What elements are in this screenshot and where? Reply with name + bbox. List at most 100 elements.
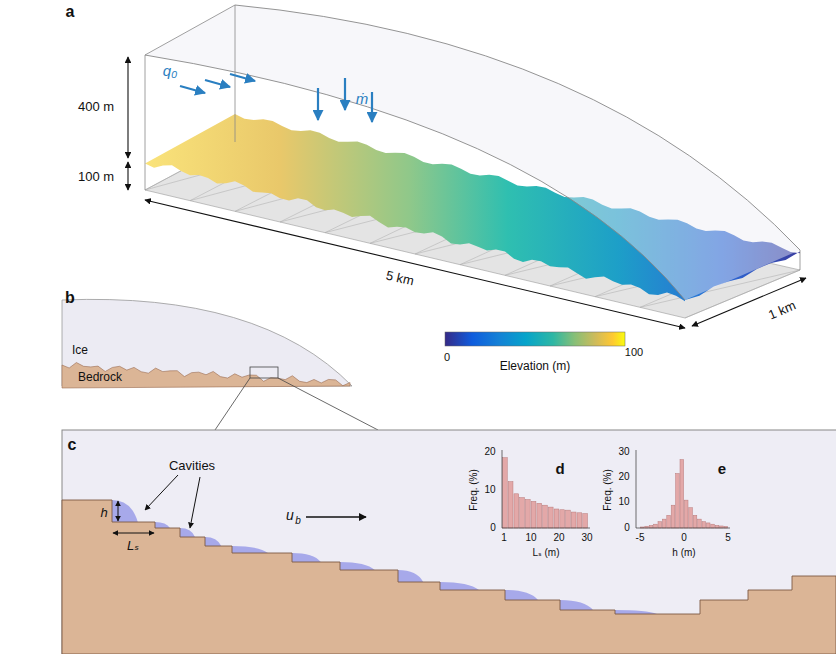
histogram-bar xyxy=(684,500,688,528)
symbol-label: u xyxy=(286,508,294,522)
zoom-line xyxy=(278,378,378,430)
domain-box xyxy=(128,5,806,328)
histogram-bar xyxy=(571,512,576,528)
dimension-arrow xyxy=(127,162,128,190)
melt-arrow xyxy=(317,88,319,120)
histogram-bar xyxy=(503,458,508,528)
histogram-bar xyxy=(662,519,666,528)
panel-letter: c xyxy=(68,437,77,453)
axis-tick: 30 xyxy=(581,533,592,543)
dimension-label: 1 km xyxy=(766,299,797,322)
histogram-bar xyxy=(537,503,542,528)
cavity xyxy=(560,600,593,610)
ice-background xyxy=(62,430,836,654)
colour-bar xyxy=(445,332,625,346)
box-edge xyxy=(235,5,236,142)
axis-tick: 10 xyxy=(618,497,629,507)
histogram-bar xyxy=(698,519,702,528)
histogram-bar xyxy=(715,525,719,528)
zoom-box xyxy=(250,367,278,378)
height-arrow xyxy=(118,501,119,521)
histogram-bar xyxy=(531,501,536,528)
cavity xyxy=(232,546,268,553)
cavity xyxy=(155,522,170,528)
histogram-bar xyxy=(680,460,684,528)
zoom-line xyxy=(215,378,250,430)
ice-body xyxy=(62,299,352,386)
axis-tick: 1 xyxy=(501,533,507,543)
histogram-bar xyxy=(508,482,513,528)
flux-symbol: q₀ xyxy=(163,63,178,78)
melt-arrow xyxy=(371,92,373,122)
box-edge xyxy=(145,5,235,55)
bed-closeup xyxy=(62,430,836,654)
axis-tick: 5 xyxy=(725,533,731,543)
bedrock-steps xyxy=(62,500,836,654)
cavity xyxy=(292,553,321,562)
histogram-bar xyxy=(649,525,653,528)
colour-bar-title: Elevation (m) xyxy=(500,360,571,372)
cavity xyxy=(112,500,138,522)
axis-tick: 20 xyxy=(553,533,564,543)
dimension-label: 100 m xyxy=(78,170,114,183)
inflow-arrow xyxy=(205,80,230,87)
box-edge xyxy=(800,250,801,270)
axis-tick: 0 xyxy=(681,533,687,543)
length-arrow xyxy=(113,533,154,534)
region-label: Bedrock xyxy=(78,371,122,383)
box-edge xyxy=(145,55,146,190)
axis-line xyxy=(636,450,730,528)
bedrock-body xyxy=(62,363,350,388)
histogram-bar xyxy=(514,494,519,528)
melt-symbol: ṁ xyxy=(356,91,369,106)
histogram-bar xyxy=(577,513,582,528)
colour-bar-tick: 100 xyxy=(625,347,643,358)
pointer-arrow xyxy=(190,477,200,528)
sliding-arrow xyxy=(306,516,366,517)
cavity xyxy=(340,562,375,570)
axis-tick: 0 xyxy=(490,523,496,533)
axis-line xyxy=(502,450,590,528)
cavity xyxy=(205,537,221,546)
axis-tick: 0 xyxy=(624,523,630,533)
ice-volume xyxy=(145,5,800,300)
histogram-bar xyxy=(554,509,559,528)
axis-tick: 10 xyxy=(484,485,495,495)
region-label: Ice xyxy=(72,344,88,356)
glacier-profile xyxy=(62,299,378,430)
cavity xyxy=(398,570,423,582)
axis-tick: -5 xyxy=(636,533,645,543)
dimension-label: 400 m xyxy=(78,100,114,113)
panel-letter: e xyxy=(718,461,726,476)
melt-arrow xyxy=(344,78,346,110)
feature-label: Cavities xyxy=(169,459,215,472)
inflow-arrow xyxy=(230,74,255,81)
ice-surface xyxy=(235,5,800,250)
histogram-bar xyxy=(520,498,525,528)
dimension-arrow xyxy=(692,278,806,326)
histogram-bar xyxy=(525,500,530,529)
symbol-label: h xyxy=(100,506,107,519)
histogram-bar xyxy=(583,514,588,528)
inflow-arrow xyxy=(180,86,205,93)
symbol-label: Lₛ xyxy=(127,539,139,552)
histogram-bar xyxy=(671,505,675,528)
histogram-bar xyxy=(676,474,680,528)
axis-title: Lₛ (m) xyxy=(532,548,559,558)
subscript-label: b xyxy=(295,516,301,526)
histogram-bar xyxy=(702,522,706,528)
histogram-bar xyxy=(654,524,658,528)
dimension-label: 5 km xyxy=(385,268,415,287)
histogram-bar xyxy=(566,510,571,528)
axis-tick: 10 xyxy=(525,533,536,543)
histogram-bar xyxy=(543,505,548,528)
axis-title: Freq. (%) xyxy=(603,469,613,511)
cavity xyxy=(505,590,538,600)
histogram-bar xyxy=(706,523,710,528)
panel-letter: d xyxy=(555,461,564,476)
cavity xyxy=(440,582,479,590)
cavity xyxy=(180,528,195,537)
panel-letter: a xyxy=(66,4,75,20)
